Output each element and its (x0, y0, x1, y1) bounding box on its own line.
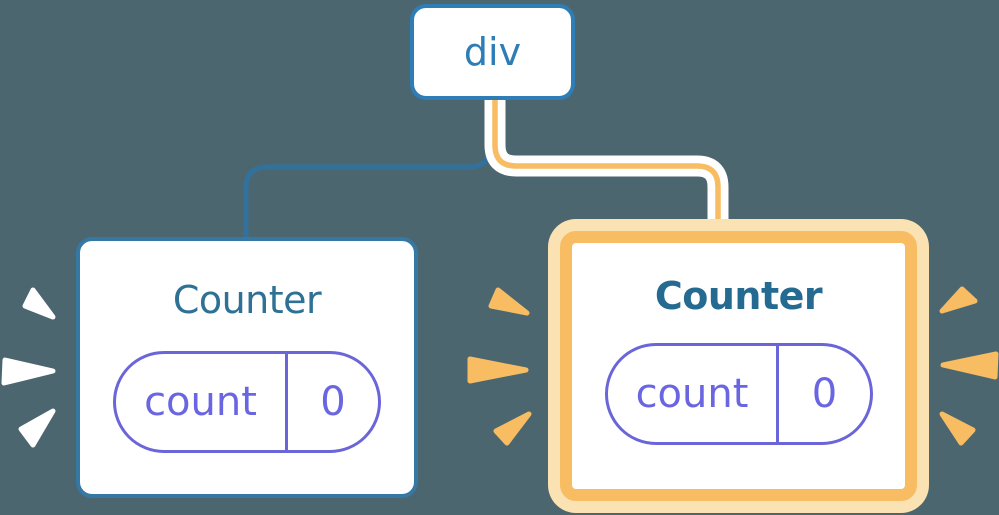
state-key-cell: count (608, 345, 780, 442)
right-card-burst-left (467, 287, 532, 446)
spark-icon (467, 356, 529, 384)
root-node: div (410, 4, 575, 100)
connector-right-edge (492, 95, 721, 244)
spark-icon (939, 411, 976, 446)
spark-icon (18, 408, 56, 448)
counter-card-right: Counter count 0 (560, 231, 917, 501)
state-value-cell: 0 (320, 378, 346, 425)
spark-icon (940, 351, 999, 380)
counter-card-left: Counter count 0 (76, 237, 418, 498)
spark-icon (1, 357, 56, 386)
state-value-cell: 0 (811, 370, 838, 417)
spark-icon (939, 286, 978, 314)
left-card-burst (1, 287, 56, 448)
state-pill: count 0 (604, 342, 873, 445)
state-key-cell: count (116, 353, 288, 450)
counter-title: Counter (654, 274, 823, 318)
root-node-label: div (463, 30, 522, 74)
spark-icon (493, 411, 532, 446)
counter-title: Counter (172, 278, 322, 322)
right-card-burst-right (939, 286, 999, 446)
spark-icon (22, 287, 56, 320)
state-pill: count 0 (113, 350, 381, 453)
spark-icon (488, 287, 530, 316)
